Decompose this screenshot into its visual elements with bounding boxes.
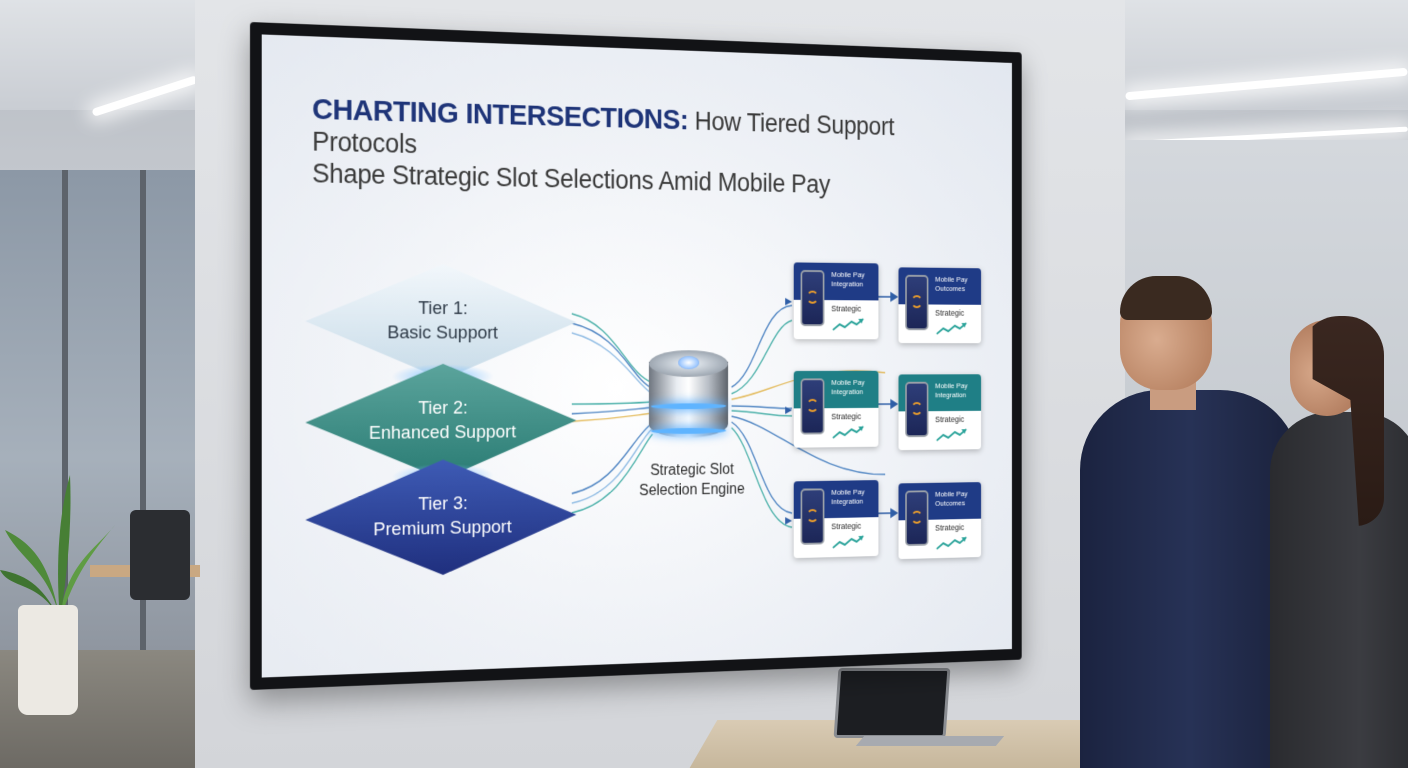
arrow-head: [785, 406, 793, 415]
card-body-label: Strategic: [935, 414, 965, 425]
tier-3-number: Tier 3:: [418, 493, 468, 516]
card-subtitle: Outcomes: [935, 498, 966, 508]
card-subtitle: Integration: [831, 279, 864, 288]
tier-1-name: Basic Support: [387, 322, 498, 344]
trend-up-icon: [831, 317, 865, 332]
card-title: Mobile Pay: [935, 381, 968, 391]
wall-monitor: CHARTING INTERSECTIONS: How Tiered Suppo…: [250, 22, 1022, 690]
flow-line: [732, 406, 792, 409]
card-title: Mobile Pay: [831, 378, 865, 387]
arrow-head: [891, 400, 897, 407]
flow-line: [572, 314, 653, 383]
tier-3-layer: Tier 3: Premium Support: [305, 458, 576, 579]
plant-icon: [0, 475, 115, 620]
database-cylinder-icon: [648, 346, 729, 451]
trend-up-icon: [935, 427, 968, 442]
flow-line: [572, 407, 653, 413]
card-body-label: Strategic: [935, 308, 965, 318]
arrow-head: [891, 509, 897, 517]
flow-line: [732, 320, 792, 394]
arrow-head: [785, 516, 793, 525]
engine-label-line1: Strategic Slot: [650, 461, 734, 479]
smartphone-nfc-icon: [800, 269, 825, 327]
smartphone-nfc-icon: [905, 274, 929, 331]
tier-2-number: Tier 2:: [418, 398, 468, 420]
smartphone-nfc-icon: [800, 488, 825, 545]
card-subtitle: Outcomes: [935, 283, 966, 293]
flow-line: [732, 305, 792, 387]
card-subtitle: Integration: [831, 496, 864, 506]
card-subtitle: Integration: [935, 390, 967, 399]
window-mullion: [140, 170, 146, 650]
card-subtitle: Integration: [831, 387, 864, 396]
window-mullion: [62, 170, 68, 650]
man-hair: [1120, 276, 1212, 320]
arrow-head: [891, 293, 897, 300]
card-body-label: Strategic: [935, 522, 965, 533]
engine-label: Strategic Slot Selection Engine: [626, 460, 758, 501]
flow-line: [732, 410, 792, 416]
man-presenter: [1080, 390, 1300, 768]
presentation-slide: CHARTING INTERSECTIONS: How Tiered Suppo…: [261, 34, 1012, 678]
tier-1-label: Tier 1: Basic Support: [305, 263, 576, 380]
smartphone-nfc-icon: [905, 381, 929, 438]
card-body-label: Strategic: [831, 303, 862, 314]
card-title: Mobile Pay: [935, 275, 968, 284]
arrow-head: [785, 297, 793, 306]
tier-1-layer: Tier 1: Basic Support: [305, 263, 576, 380]
card-body-label: Strategic: [831, 521, 862, 532]
flow-line: [572, 413, 653, 421]
flow-line: [572, 402, 653, 404]
laptop-base: [855, 736, 1005, 746]
tier-3-label: Tier 3: Premium Support: [305, 458, 576, 579]
plant-pot: [18, 605, 78, 715]
flow-line: [572, 333, 653, 395]
woman-viewer: [1270, 412, 1408, 768]
trend-up-icon: [831, 534, 865, 550]
card-body-label: Strategic: [831, 411, 862, 422]
trend-up-icon: [831, 425, 865, 440]
chair: [130, 510, 190, 600]
laptop: [833, 668, 951, 738]
tier-2-name: Enhanced Support: [368, 421, 516, 444]
trend-up-icon: [935, 535, 968, 550]
trend-up-icon: [935, 321, 968, 336]
tier-1-number: Tier 1:: [418, 298, 468, 320]
smartphone-nfc-icon: [905, 490, 929, 547]
tier-3-name: Premium Support: [373, 516, 512, 541]
card-title: Mobile Pay: [831, 270, 865, 280]
smartphone-nfc-icon: [800, 378, 825, 435]
engine-label-line2: Selection Engine: [639, 481, 745, 499]
flow-line: [572, 323, 653, 388]
engine-core: [678, 356, 700, 370]
